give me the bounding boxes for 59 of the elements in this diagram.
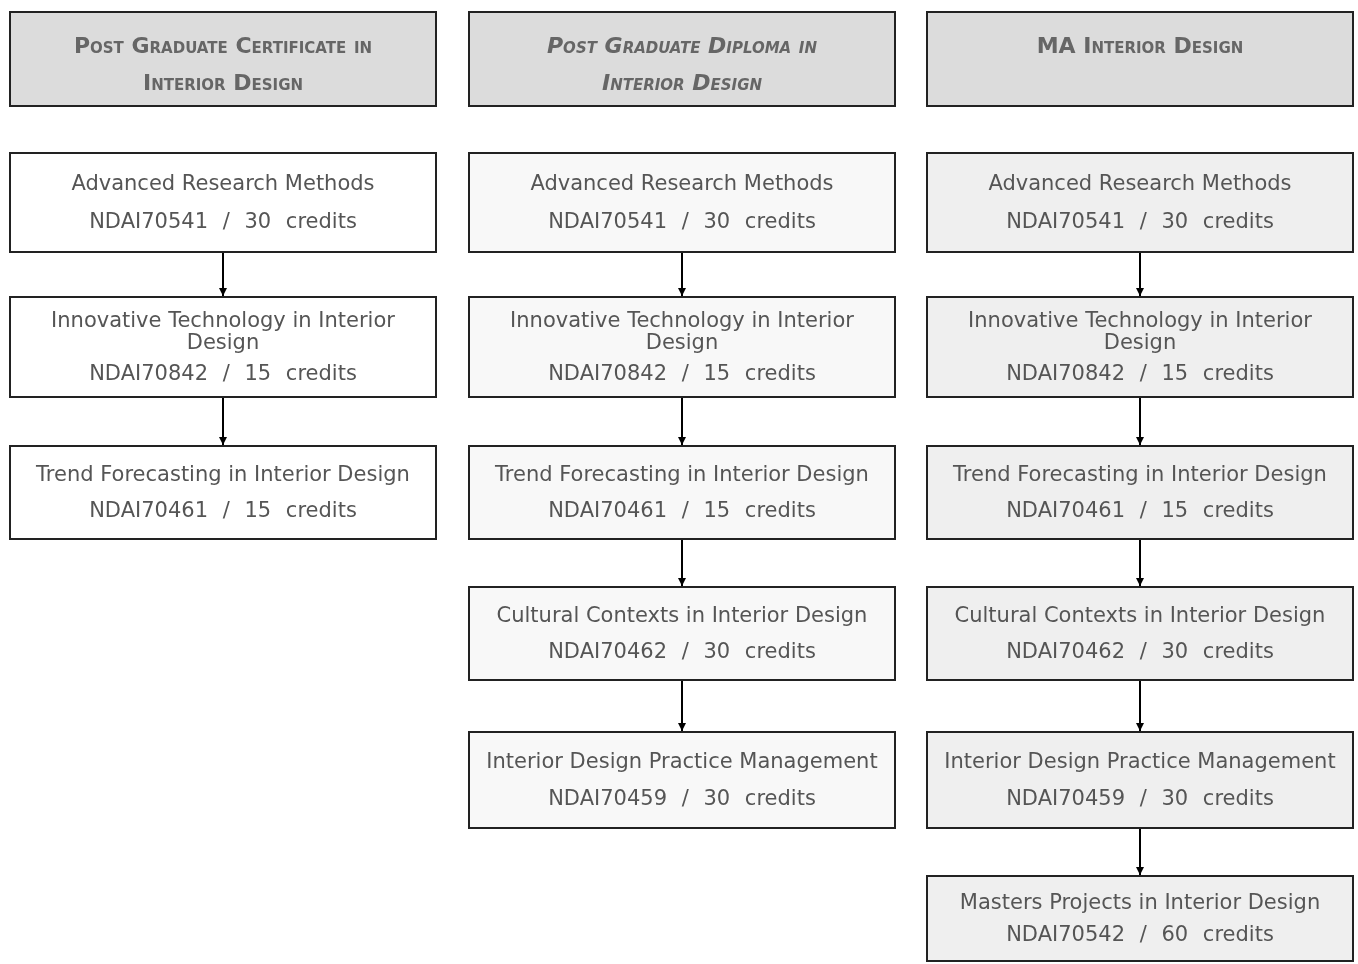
arrow (1136, 397, 1144, 446)
program-title: Post Graduate Certificate in Interior Design (72, 32, 374, 97)
module-code-credits: NDAI70459 / 30 credits (1006, 785, 1274, 810)
module-box (468, 731, 896, 829)
program-header-box (926, 11, 1354, 107)
program-title: Post Graduate Diploma in Interior Design (546, 32, 818, 97)
module-title: Masters Projects in Interior Design (959, 890, 1321, 913)
module-code-credits: NDAI70459 / 30 credits (548, 785, 816, 810)
module-title: Interior Design Practice Management (944, 750, 1336, 773)
module-box (9, 296, 437, 398)
module-title: Trend Forecasting in Interior Design (495, 463, 869, 486)
module-box (9, 445, 437, 540)
module-code-credits: NDAI70541 / 30 credits (548, 208, 816, 233)
arrow (1136, 828, 1144, 876)
module-title: Innovative Technology in Interior Design (509, 309, 855, 354)
module-code-credits: NDAI70542 / 60 credits (1006, 922, 1274, 947)
arrow (1136, 680, 1144, 732)
module-title: Trend Forecasting in Interior Design (36, 463, 410, 486)
arrow (678, 397, 686, 446)
program-header-box (9, 11, 437, 107)
module-code-credits: NDAI70461 / 15 credits (89, 497, 357, 522)
module-box (926, 152, 1354, 253)
module-title: Cultural Contexts in Interior Design (496, 604, 868, 627)
arrow (219, 397, 227, 446)
arrow (219, 252, 227, 297)
module-box (468, 296, 896, 398)
module-box (468, 445, 896, 540)
module-code-credits: NDAI70462 / 30 credits (1006, 638, 1274, 663)
module-box (926, 445, 1354, 540)
module-box (926, 875, 1354, 962)
module-title: Interior Design Practice Management (486, 750, 878, 773)
module-code-credits: NDAI70462 / 30 credits (548, 638, 816, 663)
program-title: MA Interior Design (1035, 32, 1245, 60)
module-code-credits: NDAI70842 / 15 credits (89, 360, 357, 385)
arrow (678, 252, 686, 297)
module-title: Innovative Technology in Interior Design (967, 309, 1313, 354)
module-title: Advanced Research Methods (71, 172, 375, 195)
module-box (9, 152, 437, 253)
arrow (1136, 252, 1144, 297)
module-code-credits: NDAI70842 / 15 credits (548, 360, 816, 385)
module-title: Innovative Technology in Interior Design (50, 309, 396, 354)
module-box (468, 586, 896, 681)
module-code-credits: NDAI70541 / 30 credits (89, 208, 357, 233)
module-box (926, 731, 1354, 829)
arrow (678, 680, 686, 732)
module-box (926, 586, 1354, 681)
arrow (678, 539, 686, 587)
module-title: Trend Forecasting in Interior Design (953, 463, 1327, 486)
module-code-credits: NDAI70461 / 15 credits (1006, 497, 1274, 522)
module-code-credits: NDAI70541 / 30 credits (1006, 208, 1274, 233)
program-header-box (468, 11, 896, 107)
module-box (468, 152, 896, 253)
module-code-credits: NDAI70461 / 15 credits (548, 497, 816, 522)
module-code-credits: NDAI70842 / 15 credits (1006, 360, 1274, 385)
arrow (1136, 539, 1144, 587)
module-title: Advanced Research Methods (988, 172, 1292, 195)
module-box (926, 296, 1354, 398)
module-title: Advanced Research Methods (530, 172, 834, 195)
module-title: Cultural Contexts in Interior Design (954, 604, 1326, 627)
